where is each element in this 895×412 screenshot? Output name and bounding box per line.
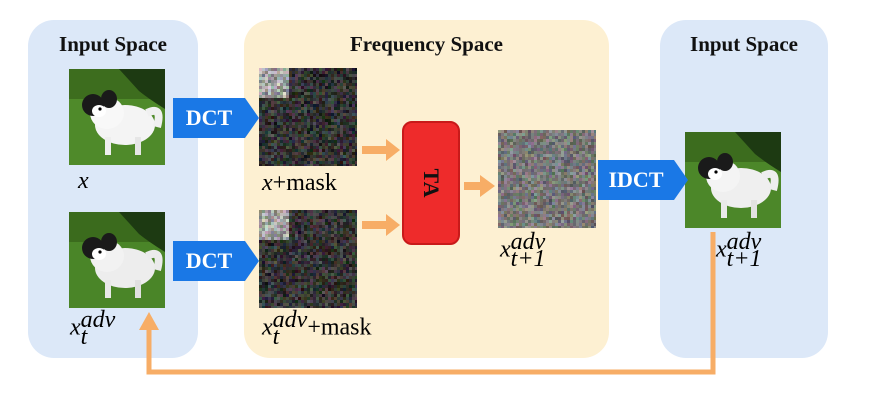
dog-image-xt-adv bbox=[69, 212, 165, 308]
idct-label: IDCT bbox=[598, 160, 674, 200]
panel-title-right: Input Space bbox=[690, 32, 798, 56]
arrow-ta-to-result bbox=[464, 175, 495, 197]
panel-title-left: Input Space bbox=[59, 32, 167, 56]
dct-arrow-bottom: DCT bbox=[173, 241, 259, 281]
dct-label-bottom: DCT bbox=[173, 241, 245, 281]
arrow-head-icon bbox=[674, 160, 688, 200]
label-x: x bbox=[78, 168, 89, 194]
arrow-bottom-to-ta bbox=[362, 214, 400, 236]
arrow-head-icon bbox=[245, 98, 259, 138]
frequency-spectrum-result bbox=[498, 130, 596, 228]
arrow-head-icon bbox=[245, 241, 259, 281]
dct-label-top: DCT bbox=[173, 98, 245, 138]
panel-title-middle: Frequency Space bbox=[349, 32, 504, 56]
dog-image-output bbox=[685, 132, 781, 228]
dog-image-x bbox=[69, 69, 165, 165]
feedback-arrow-head-icon bbox=[139, 312, 159, 330]
noise-pattern bbox=[259, 210, 357, 308]
feedback-loop-arrow bbox=[146, 232, 716, 375]
idct-arrow: IDCT bbox=[598, 160, 688, 200]
dct-arrow-top: DCT bbox=[173, 98, 259, 138]
noise-pattern bbox=[498, 130, 596, 228]
ta-block: TA bbox=[402, 121, 460, 245]
label-x-mask: x+mask bbox=[262, 170, 337, 196]
arrow-top-to-ta bbox=[362, 139, 400, 161]
noise-pattern bbox=[259, 68, 357, 166]
frequency-spectrum-xt-mask bbox=[259, 210, 357, 308]
frequency-spectrum-x-mask bbox=[259, 68, 357, 166]
